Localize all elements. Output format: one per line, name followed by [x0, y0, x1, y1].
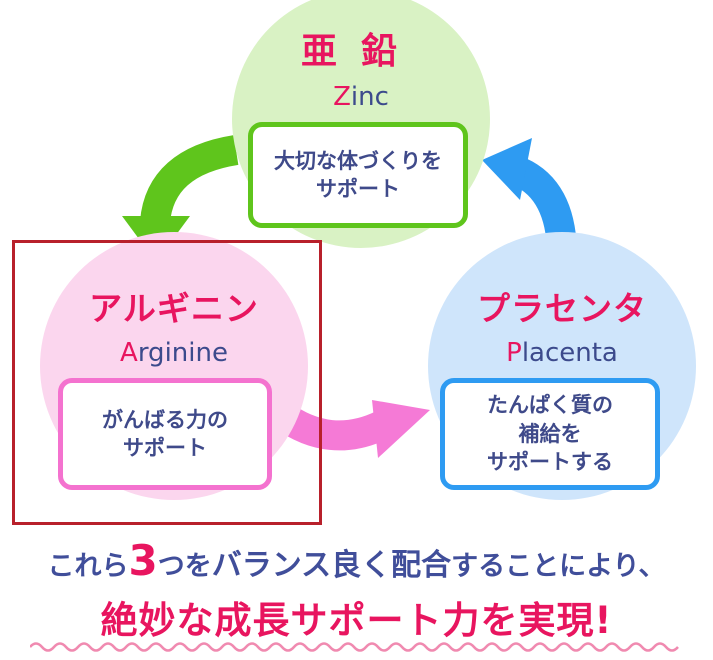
zinc-subtitle-initial: Z: [333, 82, 351, 112]
placenta-subtitle-initial: P: [506, 338, 522, 368]
placenta-description-line3: サポートする: [487, 450, 613, 475]
arginine-description-box: がんばる力の サポート: [58, 378, 272, 490]
zinc-description-box: 大切な体づくりを サポート: [248, 122, 468, 228]
arginine-description-line2: サポート: [123, 436, 207, 460]
arginine-description-line1: がんばる力の: [102, 407, 228, 432]
arginine-subtitle: Arginine: [40, 338, 308, 368]
placenta-description-line1: たんぱく質の: [487, 393, 613, 418]
tagline-part1: これら: [47, 551, 129, 582]
tagline-part4: することにより、: [451, 551, 666, 582]
tagline-number: 3: [128, 536, 158, 585]
highlight-frame: [12, 240, 322, 525]
blue-arrow-head: [482, 138, 532, 200]
tagline: これら3つをバランス良く配合することにより、: [0, 536, 713, 585]
zinc-description-line2: サポート: [316, 177, 400, 201]
zinc-description-line1: 大切な体づくりを: [274, 148, 442, 173]
headline: 絶妙な成長サポート力を実現!: [100, 599, 613, 642]
zinc-title: 亜鉛: [300, 31, 421, 72]
placenta-title: プラセンタ: [477, 289, 647, 328]
zinc-subtitle: Zinc: [232, 82, 490, 112]
green-arrow: [140, 135, 239, 224]
wavy-underline: [30, 642, 679, 652]
zinc-subtitle-rest: inc: [350, 82, 389, 112]
placenta-description-line2: 補給を: [518, 421, 582, 446]
arginine-subtitle-rest: rginine: [137, 338, 228, 368]
arginine-subtitle-initial: A: [120, 338, 138, 368]
tagline-part3: バランス良く配合: [211, 548, 452, 583]
placenta-description-box: たんぱく質の 補給を サポートする: [440, 378, 660, 490]
placenta-subtitle: Placenta: [428, 338, 696, 368]
placenta-subtitle-rest: lacenta: [521, 338, 618, 368]
pink-arrow-head: [372, 400, 430, 458]
tagline-part2: つを: [157, 551, 212, 582]
arginine-title: アルギニン: [89, 289, 259, 328]
